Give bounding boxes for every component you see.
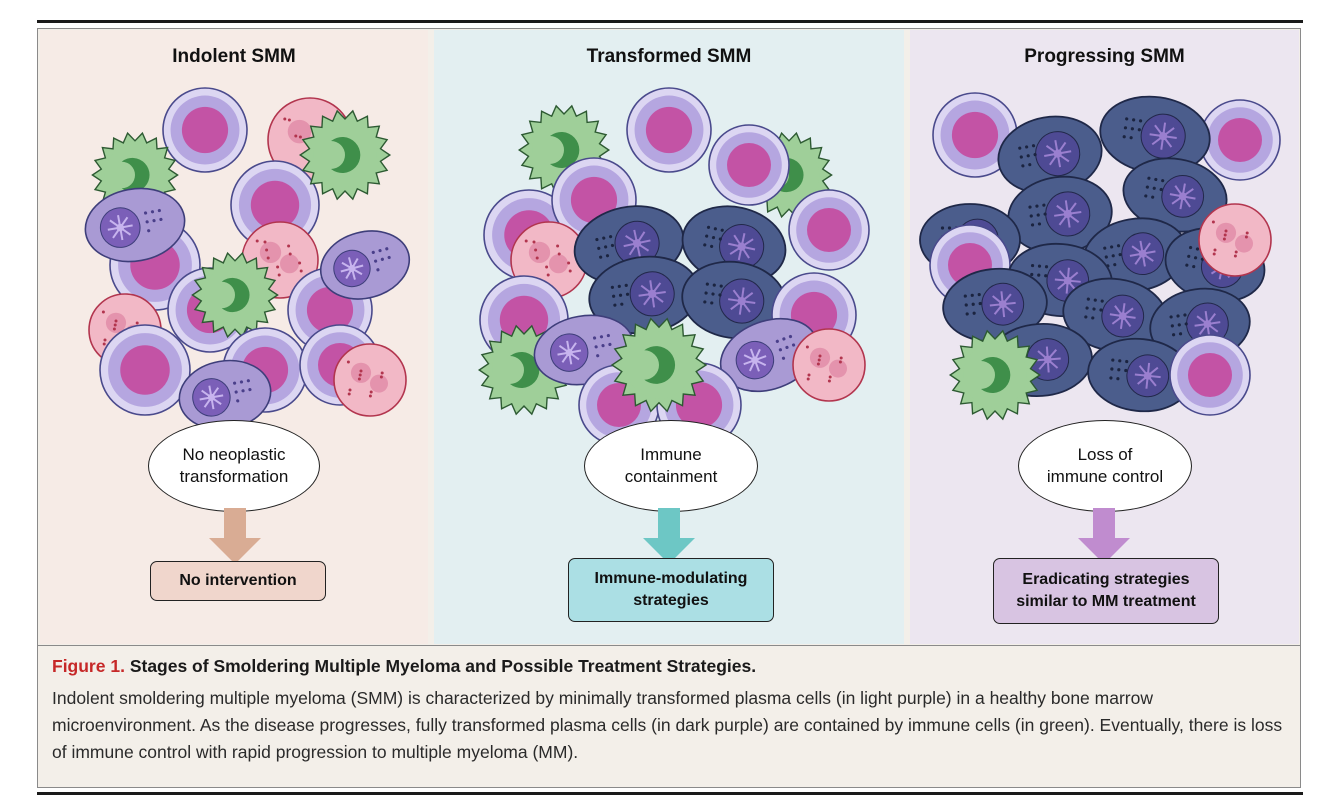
dark-plasma-cell <box>1122 157 1228 233</box>
cell-cluster-illustration <box>477 87 870 448</box>
caption-label: Figure 1. <box>52 656 125 676</box>
light-plasma-cell <box>319 230 411 300</box>
dark-plasma-cell <box>1007 175 1113 255</box>
neutrophil-cell <box>792 328 866 402</box>
top-rule <box>37 20 1303 23</box>
cell-cluster-illustration <box>919 92 1281 421</box>
caption-body: Indolent smoldering multiple myeloma (SM… <box>52 688 1283 762</box>
normal-cell <box>708 124 790 206</box>
strategy-box: No intervention <box>150 561 326 601</box>
normal-cell <box>932 92 1018 178</box>
normal-cell <box>1199 99 1281 181</box>
normal-cell <box>99 324 191 416</box>
normal-cell <box>788 189 870 271</box>
down-arrow-icon <box>643 508 695 564</box>
immune-cell <box>948 329 1042 421</box>
immune-cell <box>191 251 279 339</box>
caption-title: Figure 1. Stages of Smoldering Multiple … <box>52 656 1286 677</box>
neutrophil-cell <box>333 343 407 417</box>
cell-cluster-illustration <box>84 87 411 431</box>
dark-plasma-cell <box>681 260 787 340</box>
immune-cell <box>610 317 708 413</box>
dark-plasma-cell <box>1099 95 1211 175</box>
normal-cell <box>1169 334 1251 416</box>
dark-plasma-cell <box>588 255 700 335</box>
dark-plasma-cell <box>997 115 1103 195</box>
neutrophil-cell <box>1198 203 1272 277</box>
immune-cell <box>298 109 392 201</box>
normal-cell <box>626 87 712 173</box>
panel-title: Progressing SMM <box>1024 46 1185 67</box>
dark-plasma-cell <box>942 267 1048 343</box>
figure-caption: Figure 1. Stages of Smoldering Multiple … <box>38 645 1300 787</box>
light-plasma-cell <box>178 359 272 431</box>
dark-plasma-cell <box>1087 337 1193 413</box>
down-arrow-icon <box>1078 508 1130 564</box>
down-arrow-icon <box>209 508 261 564</box>
panel-title: Transformed SMM <box>586 46 752 67</box>
panel-title: Indolent SMM <box>172 46 296 67</box>
normal-cell <box>162 87 248 173</box>
caption-heading: Stages of Smoldering Multiple Myeloma an… <box>129 656 757 676</box>
bottom-rule <box>37 792 1303 795</box>
light-plasma-cell <box>84 187 186 263</box>
